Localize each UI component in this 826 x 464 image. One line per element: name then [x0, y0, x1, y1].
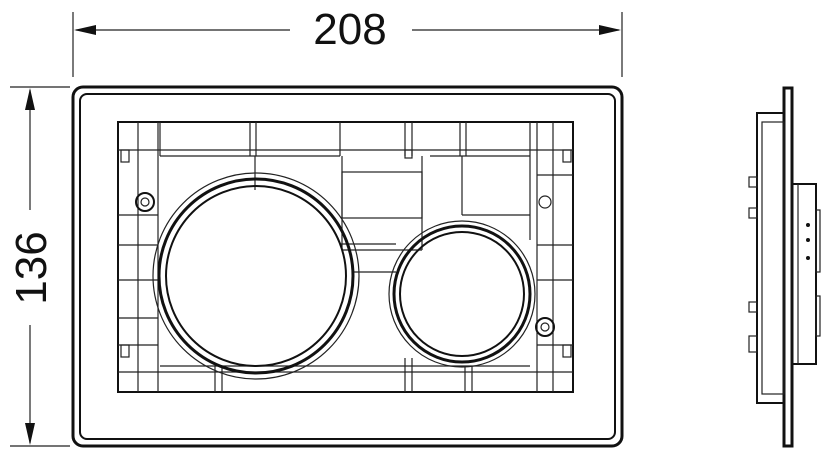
side-clips [748, 176, 821, 353]
height-arrow-bottom [25, 423, 35, 445]
large-flush-button-ring [152, 172, 360, 380]
height-dimension: 136 [7, 86, 70, 447]
side-button-housing [791, 183, 817, 365]
width-label: 208 [313, 5, 386, 54]
small-flush-button-ring [388, 220, 536, 368]
height-arrow-top [25, 88, 35, 110]
front-view [71, 85, 624, 448]
side-frame-inner [761, 121, 785, 395]
width-dimension: 208 [72, 5, 623, 77]
side-plate [782, 86, 794, 448]
side-view [748, 86, 821, 448]
screw-hole-top-left [135, 192, 155, 212]
outer-frame [71, 85, 624, 448]
mounting-frame-ribs [118, 122, 573, 392]
side-frame-body [756, 112, 785, 404]
inner-frame [79, 93, 616, 440]
width-arrow-right [599, 25, 621, 35]
height-label: 136 [7, 231, 56, 304]
side-detail-dot-1 [806, 223, 810, 227]
width-arrow-left [74, 25, 96, 35]
side-detail-dot-2 [806, 238, 810, 242]
mounting-opening [117, 121, 574, 393]
side-detail-dot-3 [806, 256, 810, 260]
screw-hole-bottom-right [535, 317, 555, 337]
screw-hole-top-right [538, 195, 552, 209]
